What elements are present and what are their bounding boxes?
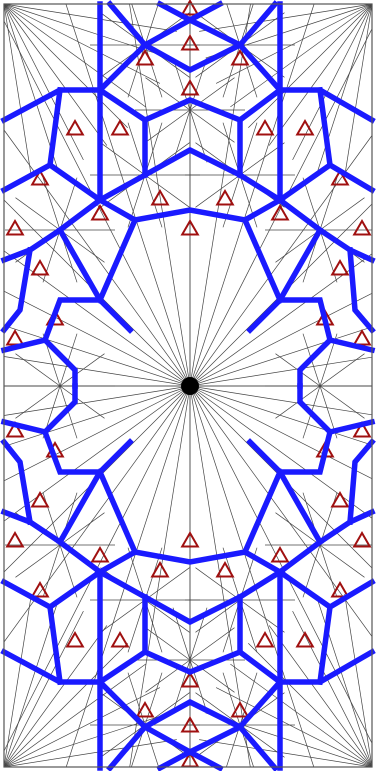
minor-hub-ray	[145, 568, 190, 600]
hub-ray-line	[4, 357, 190, 387]
accent-triangle-mirrored	[232, 703, 248, 717]
corner-fan-line	[269, 4, 372, 146]
corner-fan-line	[4, 713, 170, 767]
hub-ray-line	[4, 386, 190, 416]
accent-triangle	[332, 261, 348, 275]
hub-ray-line	[190, 386, 372, 415]
minor-hub-ray	[320, 386, 365, 418]
accent-triangle	[32, 261, 48, 275]
minor-hub-ray	[16, 545, 61, 577]
hub-ray-line	[4, 386, 190, 446]
hub-ray-line	[4, 291, 190, 386]
minor-hub-ray	[16, 354, 61, 386]
corner-fan-line	[4, 4, 31, 177]
accent-triangle	[257, 121, 273, 135]
accent-triangle	[92, 206, 108, 220]
accent-triangle	[272, 206, 288, 220]
corner-fan-line	[4, 611, 83, 767]
strapwork-band-mirrored	[4, 422, 372, 472]
minor-hub-ray	[320, 198, 365, 230]
accent-triangle	[7, 331, 23, 345]
corner-fan-line	[4, 594, 31, 767]
accent-triangle-mirrored	[257, 633, 273, 647]
corner-fan-line	[345, 594, 372, 767]
minor-hub-ray	[196, 568, 241, 600]
corner-fan-line	[199, 740, 372, 767]
strapwork-band-mirrored	[4, 572, 372, 622]
accent-triangle	[297, 121, 313, 135]
corner-fan-line	[269, 625, 372, 767]
accent-triangle-mirrored	[7, 533, 23, 547]
accent-triangle	[7, 221, 23, 235]
hub-ray-line	[190, 386, 372, 479]
hub-ray-line	[190, 4, 251, 386]
accent-triangle-mirrored	[112, 633, 128, 647]
minor-hub-ray	[320, 354, 365, 386]
accent-triangle-mirrored	[354, 533, 370, 547]
accent-triangle-mirrored	[272, 548, 288, 562]
hub-ray-line	[190, 327, 372, 386]
hub-ray-line	[190, 293, 372, 386]
accent-triangle-mirrored	[92, 548, 108, 562]
center-hub	[181, 377, 199, 395]
accent-triangle	[112, 121, 128, 135]
minor-hub-ray	[16, 198, 61, 230]
minor-hub-ray	[16, 386, 61, 418]
minor-hub-ray	[320, 545, 337, 597]
minor-hub-ray	[101, 600, 146, 632]
corner-fan-line	[4, 4, 83, 160]
hub-ray-line	[190, 386, 372, 445]
hub-ray-line	[4, 326, 190, 386]
hub-ray-line	[190, 386, 372, 518]
minor-hub-ray	[101, 143, 146, 175]
accent-triangle	[354, 331, 370, 345]
corner-fan-line	[293, 4, 372, 160]
corner-fan-line	[345, 4, 372, 177]
minor-hub-ray	[43, 545, 60, 597]
corner-fan-line	[199, 4, 372, 31]
hub-ray-line	[4, 386, 190, 481]
minor-hub-ray	[320, 545, 365, 577]
accent-triangle	[354, 221, 370, 235]
accent-triangle-mirrored	[67, 633, 83, 647]
strapwork-band-mirrored	[4, 442, 372, 522]
hub-ray-line	[190, 357, 372, 386]
